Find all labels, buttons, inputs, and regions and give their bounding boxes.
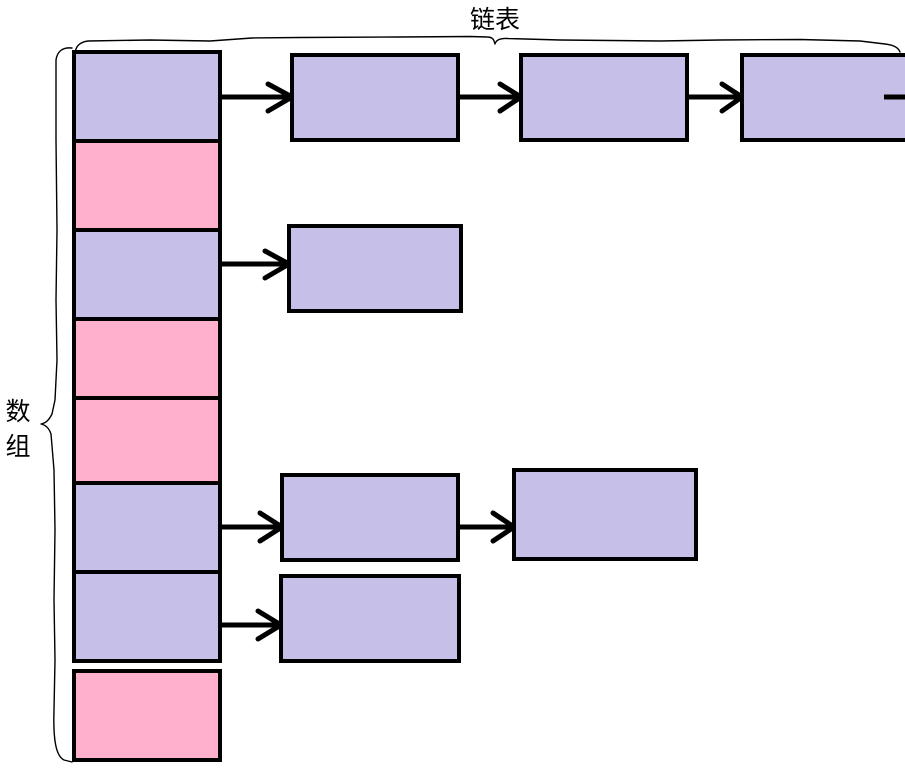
chain-node-2-0[interactable] xyxy=(287,224,463,313)
arrow-cell0-to-node0 xyxy=(222,81,295,114)
chain-node-6-0[interactable] xyxy=(279,574,461,663)
array-cell-3[interactable] xyxy=(72,317,222,410)
top-brace-path xyxy=(74,35,901,59)
array-cell-7[interactable] xyxy=(72,669,222,762)
array-cell-6[interactable] xyxy=(72,570,222,663)
chain-node-0-2[interactable] xyxy=(740,53,905,142)
arrow-cell6-to-node0 xyxy=(222,608,284,642)
arrow-cell2-to-node0 xyxy=(222,248,292,281)
chain-row-6 xyxy=(222,574,461,663)
chain-row-0 xyxy=(222,53,905,142)
left-brace-label-char-0: 数 xyxy=(5,397,30,426)
arrow-node0-to-node1-row5 xyxy=(460,510,517,544)
top-brace xyxy=(74,35,901,59)
left-brace xyxy=(40,47,73,763)
chain-row-2 xyxy=(222,224,463,313)
array-column xyxy=(72,50,222,762)
left-brace-path xyxy=(40,47,73,763)
chain-node-0-0[interactable] xyxy=(290,53,460,142)
array-cell-1[interactable] xyxy=(72,139,222,232)
array-cell-0[interactable] xyxy=(72,50,222,143)
arrow-node0-to-node1 xyxy=(460,81,524,114)
chain-node-5-0[interactable] xyxy=(280,473,460,562)
array-cell-5[interactable] xyxy=(72,481,222,574)
arrow-node1-to-node2 xyxy=(689,81,745,114)
chain-node-5-1[interactable] xyxy=(512,468,698,561)
top-brace-label: 链表 xyxy=(470,5,520,34)
left-brace-label-char-1: 组 xyxy=(5,432,30,461)
arrow-cell5-to-node0 xyxy=(222,510,285,544)
chain-node-0-1[interactable] xyxy=(519,53,689,142)
chain-row-5 xyxy=(222,468,698,562)
array-cell-2[interactable] xyxy=(72,228,222,321)
array-cell-4[interactable] xyxy=(72,396,222,489)
